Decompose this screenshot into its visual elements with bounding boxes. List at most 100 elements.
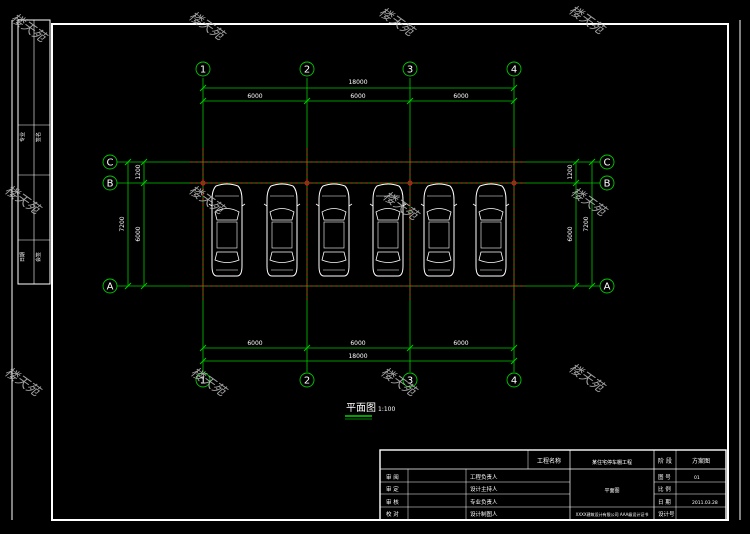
drawing-title: 平面图	[346, 402, 376, 414]
car-mirror	[420, 203, 425, 207]
car-body	[266, 183, 298, 277]
car-body	[318, 183, 350, 277]
dim-total-top: 18000	[348, 79, 367, 86]
car-windshield	[375, 208, 401, 221]
tb-stage-value: 方案图	[692, 457, 710, 465]
tb-project-value: 某住宅停车棚工程	[592, 459, 632, 466]
car-windshield	[478, 208, 504, 221]
tb-responsible: 工程负责人	[470, 473, 498, 481]
car-rear-window	[321, 251, 347, 263]
car-outline	[369, 183, 407, 277]
tb-role: 审 核	[386, 498, 399, 506]
grid-bubble-left-circle	[102, 278, 118, 294]
dim-bay-bottom: 6000	[350, 340, 365, 347]
dim-bay-top: 6000	[453, 93, 468, 100]
tb-responsible: 专业负责人	[470, 498, 498, 506]
car-roof	[428, 221, 450, 249]
grid-bubble-left: C	[102, 154, 118, 170]
grid-bubble-bottom-circle	[506, 372, 522, 388]
dimension-tick	[588, 282, 596, 290]
grid-bubble-top: 2	[299, 61, 315, 77]
grid-bubble-right-circle	[599, 154, 615, 170]
grid-bubble-right-label: C	[604, 158, 611, 169]
car-mirror	[402, 203, 407, 207]
drawing-scale: 1:100	[378, 406, 395, 413]
grid-bubble-left-label: A	[107, 282, 114, 293]
car-mirror	[369, 203, 374, 207]
car-outline	[263, 183, 301, 277]
car-outline	[420, 183, 458, 277]
grid-bubble-bottom: 1	[195, 372, 211, 388]
car-body	[423, 183, 455, 277]
car-body	[211, 183, 243, 277]
car-outline	[472, 183, 510, 277]
grid-bubble-top: 1	[195, 61, 211, 77]
dimension-tick	[510, 84, 518, 92]
dimension-tick	[199, 84, 207, 92]
car-rear-window	[375, 251, 401, 263]
grid-bubble-bottom-circle	[402, 372, 418, 388]
grid-bubble-left: B	[102, 175, 118, 191]
grid-bubble-bottom: 2	[299, 372, 315, 388]
car-mirror	[315, 203, 320, 207]
car-outline	[315, 183, 353, 277]
grid-bubble-left: A	[102, 278, 118, 294]
car-windshield	[214, 208, 240, 221]
grid-bubble-top-label: 3	[407, 65, 413, 76]
grid-bubble-top: 3	[402, 61, 418, 77]
grid-bubble-right-circle	[599, 175, 615, 191]
dimension-tick	[406, 344, 414, 352]
column-marker	[407, 180, 413, 186]
tb-company: XXXX建筑设计有限公司 AAA级设计证书	[576, 511, 649, 517]
grid-bubble-bottom-label: 3	[407, 376, 413, 387]
grid-bubble-bottom-label: 2	[304, 376, 310, 387]
tb-responsible: 设计制图人	[470, 510, 498, 518]
car-layer	[208, 183, 510, 277]
car-roof	[323, 221, 345, 249]
dimension-tick	[199, 357, 207, 365]
grid-bubble-left-circle	[102, 154, 118, 170]
grid-bubble-bottom-label: 4	[511, 376, 517, 387]
grid-bubble-bottom-label: 1	[200, 376, 206, 387]
dim-bay-bottom: 6000	[247, 340, 262, 347]
car-windshield	[321, 208, 347, 221]
tb-role: 审 定	[386, 485, 399, 493]
tb-responsible: 设计主持人	[470, 485, 498, 493]
column-marker	[511, 180, 517, 186]
column-marker	[304, 180, 310, 186]
car-rear-window	[478, 251, 504, 263]
grid-bubble-top-circle	[299, 61, 315, 77]
dimension-tick	[510, 344, 518, 352]
dim-right-small: 1200	[567, 164, 574, 179]
car-rear-window	[269, 251, 295, 263]
grid-bubble-left-circle	[102, 175, 118, 191]
dimension-tick	[572, 179, 580, 187]
tb-project-label: 工程名称	[537, 457, 561, 465]
car-mirror	[505, 203, 510, 207]
dimension-tick	[303, 344, 311, 352]
car-mirror	[208, 203, 213, 207]
grid-bubble-bottom: 3	[402, 372, 418, 388]
tb-info-value: 01	[694, 475, 700, 481]
tb-info-label: 图 号	[658, 473, 671, 481]
grid-bubble-top-label: 2	[304, 65, 310, 76]
dim-bay-top: 6000	[350, 93, 365, 100]
grid-bubble-right: B	[599, 175, 615, 191]
dimension-tick	[510, 97, 518, 105]
car-mirror	[296, 203, 301, 207]
dimension-tick	[572, 282, 580, 290]
tb-info-value: 2011.03.28	[692, 500, 718, 506]
grid-bubble-bottom-circle	[299, 372, 315, 388]
strip-label: 会签	[35, 252, 42, 262]
strip-label: 签名	[35, 132, 42, 142]
grid-bubble-top-circle	[195, 61, 211, 77]
dim-total-bottom: 18000	[348, 353, 367, 360]
dimension-tick	[199, 344, 207, 352]
strip-label: 专业	[19, 132, 26, 142]
car-rear-window	[214, 251, 240, 263]
tb-role: 校 对	[386, 510, 399, 518]
dimension-tick	[140, 158, 148, 166]
